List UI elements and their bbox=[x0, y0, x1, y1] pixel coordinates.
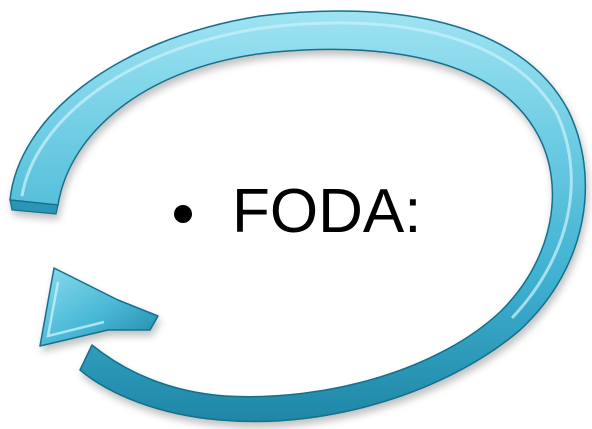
bullet-point: FODA: bbox=[174, 174, 421, 250]
bullet-dot-icon bbox=[174, 205, 192, 223]
bullet-text: FODA: bbox=[232, 174, 421, 250]
